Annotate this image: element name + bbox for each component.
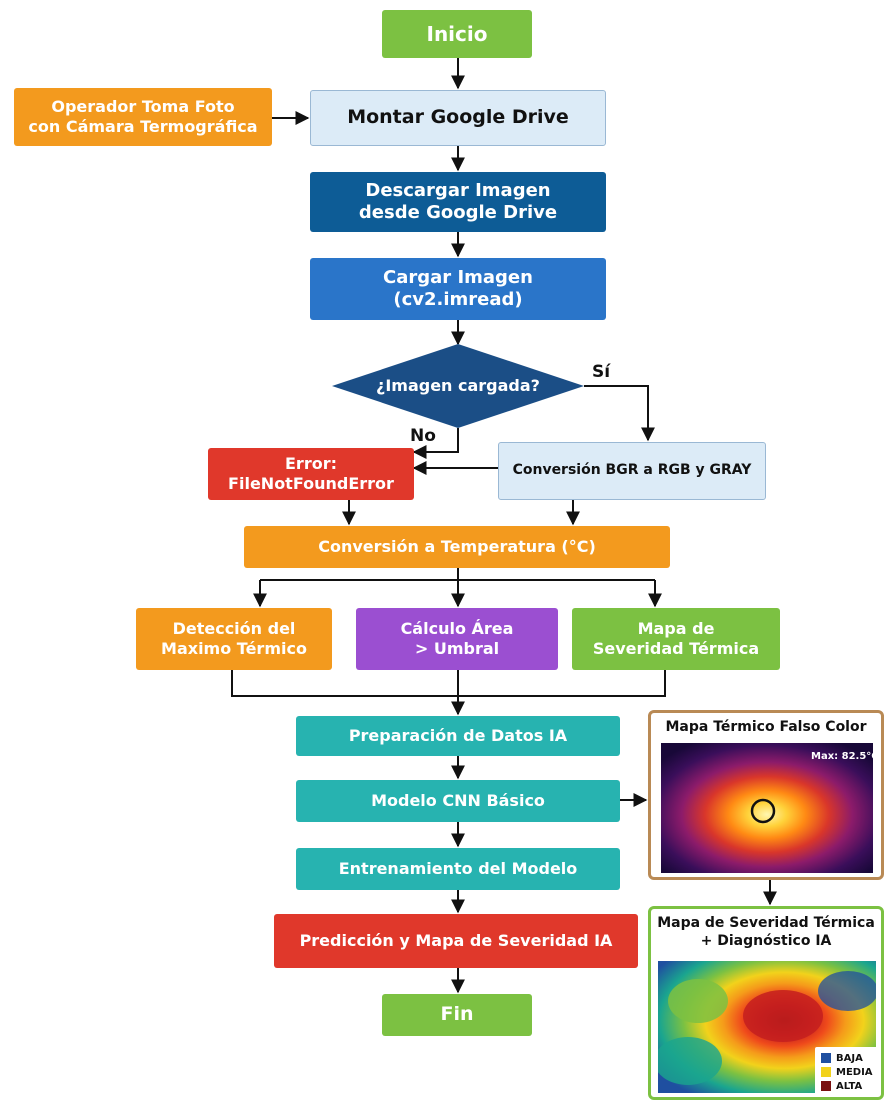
node-cargar-line2: (cv2.imread): [393, 289, 523, 310]
severity-map-title: Mapa de Severidad Térmica + Diagnóstico …: [651, 915, 881, 950]
thermal-map-title: Mapa Térmico Falso Color: [665, 719, 867, 735]
node-preparacion[interactable]: Preparación de Datos IA: [296, 716, 620, 756]
legend-label-alta: ALTA: [836, 1080, 863, 1092]
node-calculo-line2: > Umbral: [414, 639, 500, 658]
node-modelo[interactable]: Modelo CNN Básico: [296, 780, 620, 822]
node-calculo[interactable]: Cálculo Área > Umbral: [356, 608, 558, 670]
edge-merge: [231, 670, 666, 697]
node-prediccion-label: Predicción y Mapa de Severidad IA: [299, 931, 613, 950]
node-mapa-severidad[interactable]: Mapa de Severidad Térmica: [572, 608, 780, 670]
node-entrenamiento[interactable]: Entrenamiento del Modelo: [296, 848, 620, 890]
hotspot-circle: [750, 798, 776, 824]
node-mapa-line1: Mapa de: [637, 619, 715, 638]
node-operador-line1: Operador Toma Foto: [51, 97, 235, 116]
node-operador[interactable]: Operador Toma Foto con Cámara Termográfi…: [14, 88, 272, 146]
node-inicio-label: Inicio: [426, 21, 488, 46]
node-conversion-temp[interactable]: Conversión a Temperatura (°C): [244, 526, 670, 568]
legend-label-baja: BAJA: [836, 1052, 863, 1064]
severity-map-panel: Mapa de Severidad Térmica + Diagnóstico …: [648, 906, 884, 1100]
node-cargar[interactable]: Cargar Imagen (cv2.imread): [310, 258, 606, 320]
severity-map-title-line1: Mapa de Severidad Térmica: [657, 915, 875, 931]
thermal-map-image: [661, 743, 873, 873]
node-error-line2: FileNotFoundError: [228, 474, 394, 493]
node-inicio[interactable]: Inicio: [382, 10, 532, 58]
node-modelo-label: Modelo CNN Básico: [371, 791, 545, 810]
severity-map-title-line2: + Diagnóstico IA: [700, 932, 832, 949]
edge-decision-si: [584, 385, 655, 442]
node-montar-label: Montar Google Drive: [347, 106, 569, 129]
node-montar[interactable]: Montar Google Drive: [310, 90, 606, 146]
node-descargar-line1: Descargar Imagen: [365, 179, 551, 201]
decision-diamond: [332, 344, 584, 428]
edge-label-no: No: [410, 426, 436, 446]
edge-label-si: Sí: [592, 362, 611, 382]
legend-swatch-alta: [821, 1081, 831, 1091]
node-descargar-line2: desde Google Drive: [358, 202, 558, 223]
edge-decision-no: [412, 428, 459, 459]
node-deteccion[interactable]: Detección del Maximo Térmico: [136, 608, 332, 670]
legend-swatch-baja: [821, 1053, 831, 1063]
legend-row-media: MEDIA: [821, 1065, 873, 1079]
node-decision-label: ¿Imagen cargada?: [376, 376, 540, 395]
node-fin-label: Fin: [440, 1003, 474, 1026]
node-conversion-temp-label: Conversión a Temperatura (°C): [318, 537, 596, 556]
node-fin[interactable]: Fin: [382, 994, 532, 1036]
node-prediccion[interactable]: Predicción y Mapa de Severidad IA: [274, 914, 638, 968]
node-operador-line2: con Cámara Termográfica: [28, 117, 258, 136]
legend-label-media: MEDIA: [836, 1066, 873, 1078]
legend-swatch-media: [821, 1067, 831, 1077]
thermal-max-label: Max: 82.5°C: [811, 751, 879, 762]
node-deteccion-line1: Detección del: [172, 619, 296, 638]
node-entrenamiento-label: Entrenamiento del Modelo: [338, 859, 578, 878]
node-decision-label-box[interactable]: ¿Imagen cargada?: [332, 344, 584, 428]
node-conversion-bgr-label: Conversión BGR a RGB y GRAY: [512, 462, 752, 479]
node-deteccion-line2: Maximo Térmico: [161, 639, 307, 658]
legend-row-alta: ALTA: [821, 1079, 873, 1093]
node-mapa-line2: Severidad Térmica: [592, 639, 760, 658]
severity-map-image: [658, 961, 876, 1093]
node-descargar[interactable]: Descargar Imagen desde Google Drive: [310, 172, 606, 232]
node-error[interactable]: Error: FileNotFoundError: [208, 448, 414, 500]
severity-legend: BAJA MEDIA ALTA: [815, 1047, 879, 1097]
node-error-line1: Error:: [285, 454, 337, 473]
node-cargar-line1: Cargar Imagen: [383, 266, 533, 288]
node-calculo-line1: Cálculo Área: [400, 619, 514, 638]
legend-row-baja: BAJA: [821, 1051, 873, 1065]
thermal-map-panel: Mapa Térmico Falso Color Max: 82.5°C: [648, 710, 884, 880]
node-preparacion-label: Preparación de Datos IA: [348, 726, 568, 745]
node-conversion-bgr[interactable]: Conversión BGR a RGB y GRAY: [498, 442, 766, 500]
